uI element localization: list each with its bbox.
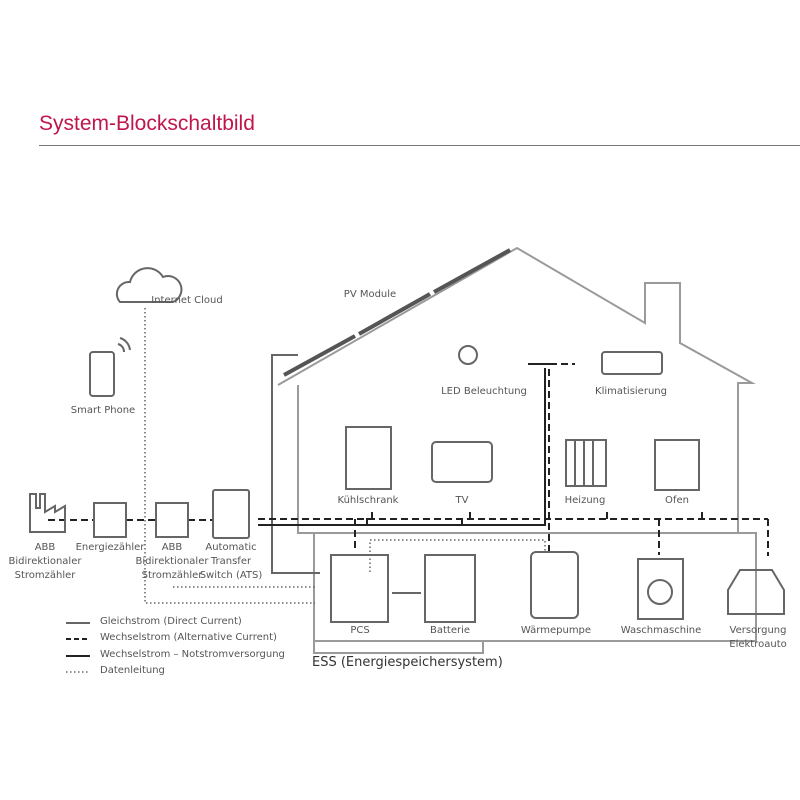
battery-icon (424, 554, 476, 623)
air-conditioner-icon (601, 351, 663, 375)
label-energiezaehler: Energiezähler (75, 542, 145, 553)
legend-ac: Wechselstrom (Alternative Current) (100, 632, 277, 643)
dc-lines (271, 354, 421, 594)
ac-lines (48, 363, 769, 556)
heater-icon (565, 439, 607, 487)
smart-phone-icon (89, 351, 115, 397)
label-heizung: Heizung (564, 495, 606, 506)
label-led: LED Beleuchtung (441, 386, 527, 397)
label-tv: TV (455, 495, 469, 506)
cloud-icon (115, 267, 183, 303)
pcs-icon (330, 554, 389, 623)
car-icon (727, 569, 785, 615)
pv-module-icon (283, 248, 511, 377)
energy-meter-icon (93, 502, 127, 538)
ats-icon (212, 489, 250, 539)
tv-icon (431, 441, 493, 483)
label-pv-module: PV Module (343, 289, 397, 300)
label-waschmaschine: Waschmaschine (620, 625, 702, 636)
oven-icon (654, 439, 700, 491)
legend-dc: Gleichstrom (Direct Current) (100, 616, 242, 627)
washing-machine-icon (637, 558, 684, 620)
title-divider (39, 145, 800, 146)
heat-pump-icon (530, 551, 579, 619)
legend-emergency: Wechselstrom – Notstromversorgung (100, 649, 285, 660)
label-klima: Klimatisierung (595, 386, 667, 397)
label-internet-cloud: Internet Cloud (151, 295, 223, 306)
label-smart-phone: Smart Phone (70, 405, 136, 416)
label-ess: ESS (Energiespeichersystem) (312, 655, 503, 670)
page-title: System-Blockschaltbild (39, 112, 255, 135)
led-bulb-icon (458, 345, 478, 365)
fridge-icon (345, 426, 392, 490)
wifi-icon (117, 337, 131, 353)
label-kuehlschrank: Kühlschrank (337, 495, 399, 506)
factory-icon (29, 493, 66, 533)
label-waermepumpe: Wärmepumpe (520, 625, 592, 636)
abb-meter-icon (155, 502, 189, 538)
label-ofen: Ofen (665, 495, 689, 506)
legend-data: Datenleitung (100, 665, 165, 676)
label-pcs: PCS (350, 625, 370, 636)
label-batterie: Batterie (429, 625, 471, 636)
